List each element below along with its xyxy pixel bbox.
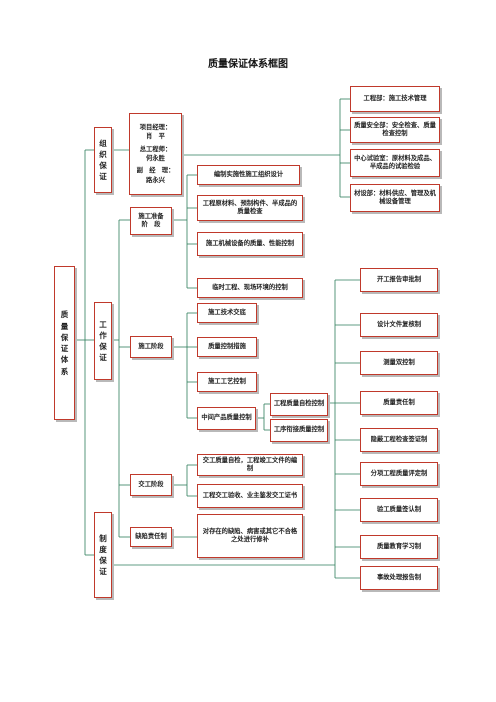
system-quality-responsibility: 质量责任制 (360, 391, 438, 415)
system-acceptance-signoff: 验工质量签认制 (360, 498, 438, 522)
stage-construction: 施工阶段 (130, 336, 172, 358)
dept-quality-safety: 质量安全部：安全检查、质量检查控制 (350, 117, 440, 143)
system-start-report-approval: 开工报告审批制 (360, 268, 438, 292)
org-leadership-box: 项目经理： 肖 平 总工程师： 何永胜 副 经 理： 路永兴 (129, 113, 182, 195)
system-survey-dual-control: 测量双控制 (360, 351, 438, 375)
construction-intermediate-control: 中间产品质量控制 (197, 407, 256, 430)
construction-process-control: 施工工艺控制 (197, 372, 257, 392)
vice-manager-name: 路永兴 (146, 176, 165, 184)
category-system: 制 度 保 证 (94, 512, 112, 598)
prep-item-temp-works: 临时工程、现场环境的控制 (197, 278, 303, 298)
system-accident-reporting: 事故处理报告制 (360, 566, 438, 590)
construction-quality-measures: 质量控制措施 (197, 337, 257, 357)
vice-manager-label: 副 经 理： (136, 167, 175, 175)
prep-item-material-check: 工程原材料、预制构件、半成品的质量检查 (197, 195, 303, 221)
system-concealed-work-inspection: 隐蔽工程检查签证制 (360, 428, 438, 452)
stage-preparation: 施工准备 阶 段 (130, 207, 172, 235)
stage-handover: 交工阶段 (130, 474, 172, 496)
dept-central-lab: 中心试验室：原材料及成品、半成品的试验检验 (350, 149, 440, 177)
dept-engineering: 工程部：施工技术管理 (350, 86, 440, 112)
pm-name: 肖 平 (146, 133, 165, 141)
system-subitem-evaluation: 分项工程质量评定制 (360, 462, 438, 486)
category-work: 工 作 保 证 (94, 302, 112, 380)
pm-label: 项目经理： (139, 123, 172, 131)
defect-repair: 对存在的缺陷、病害或其它不合格之处进行修补 (197, 514, 303, 558)
system-quality-education: 质量教育学习制 (360, 535, 438, 559)
construction-tech-briefing: 施工技术交底 (197, 303, 257, 323)
system-design-review: 设计文件复核制 (360, 313, 438, 337)
prep-item-org-design: 编制实施性施工组织设计 (197, 165, 300, 185)
handover-acceptance: 工程交工验收、业主鉴发交工证书 (197, 484, 303, 508)
category-organization: 组 织 保 证 (94, 127, 112, 193)
prep-item-machinery-control: 施工机械设备的质量、性能控制 (197, 232, 303, 256)
root-quality-assurance-system: 质 量 保 证 体 系 (54, 266, 75, 420)
construction-process-handover: 工序衔接质量控制 (270, 419, 328, 442)
stage-defect-liability: 缺陷责任制 (130, 527, 172, 547)
handover-self-inspection: 交工质量自检，工程竣工文件的编制 (197, 454, 303, 476)
chief-engineer-label: 总工程师： (139, 145, 172, 153)
dept-materials-equipment: 材设部：材料供应、管理及机械设备管理 (350, 184, 440, 212)
chief-engineer-name: 何永胜 (146, 155, 165, 162)
diagram-title: 质量保证体系框图 (208, 59, 288, 70)
construction-self-check: 工程质量自检控制 (270, 393, 328, 416)
